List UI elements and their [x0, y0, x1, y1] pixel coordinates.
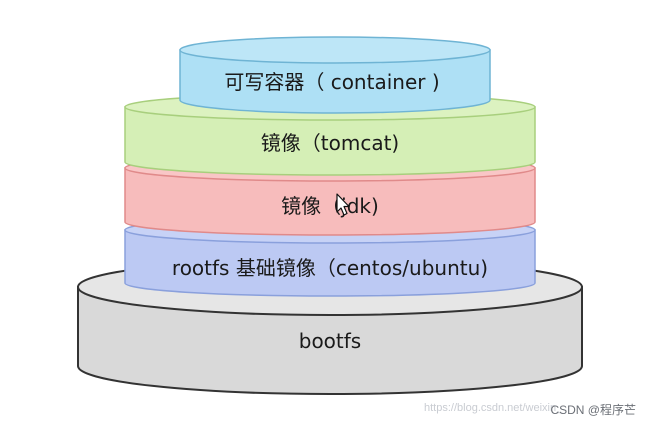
layer-jdk-image-body	[124, 167, 536, 236]
url-watermark: https://blog.csdn.net/weixin_	[424, 402, 563, 414]
layer-container-top	[179, 36, 491, 64]
layer-bootfs-body	[77, 286, 583, 395]
layer-container: 可写容器（ container )	[179, 36, 491, 114]
layer-tomcat-image-label: 镜像（tomcat)	[261, 131, 399, 155]
layer-base-image-label: rootfs 基础镜像（centos/ubuntu)	[172, 256, 488, 280]
layer-jdk-image-label: 镜像（jdk)	[281, 194, 379, 218]
layer-container-body	[179, 49, 491, 114]
csdn-credit-watermark: CSDN @程序芒	[550, 403, 636, 417]
mouse-cursor-icon	[336, 193, 350, 216]
layer-container-label: 可写容器（ container )	[224, 70, 439, 94]
layer-base-image-body	[124, 229, 536, 297]
layer-bootfs-label: bootfs	[299, 329, 361, 353]
layer-tomcat-image-body	[124, 106, 536, 176]
